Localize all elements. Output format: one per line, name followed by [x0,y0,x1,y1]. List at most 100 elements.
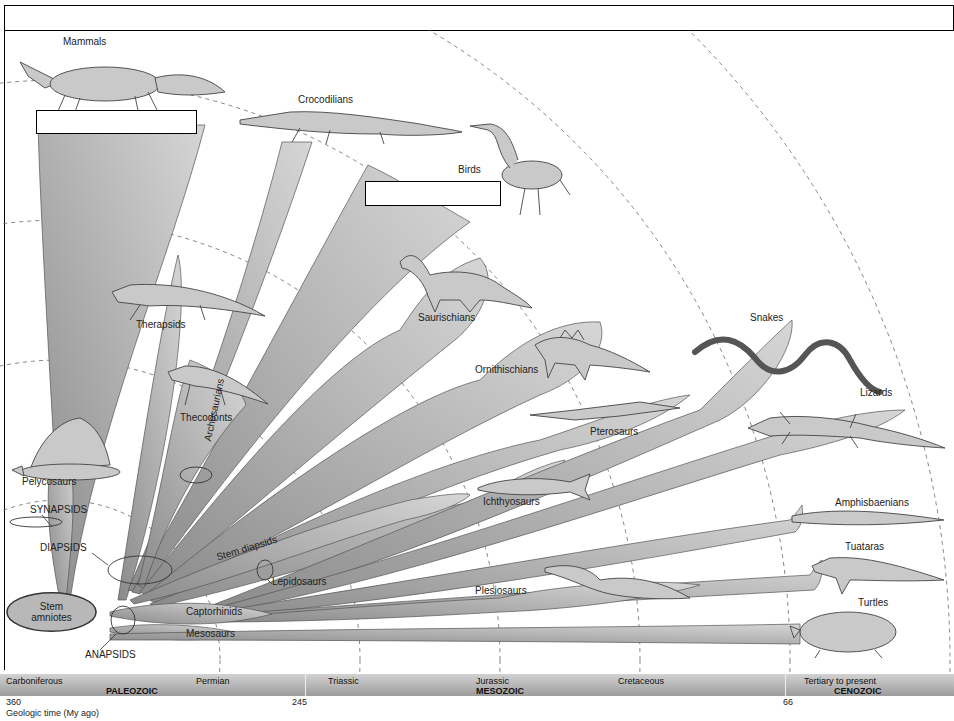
era-band: Tertiary to presentCENOZOIC [785,674,954,696]
pelycosaur [12,418,120,480]
era-label: Tertiary to present [804,676,876,686]
amphisbaenian [792,511,944,525]
taxon-label: Tuataras [845,541,884,553]
time-arcs-part [0,80,640,674]
turtle-part [815,650,882,658]
taxon-label: Crocodilians [298,94,353,106]
tuatara-part [812,558,944,594]
taxon-label: Mammals [63,36,106,48]
fox-part [155,75,225,95]
amphisbaenian-part [792,511,944,525]
snake-part [695,339,880,392]
turtle [790,612,896,658]
snake [695,339,880,392]
taxon-label: Lepidosaurs [272,576,326,588]
frame-part [5,6,954,31]
taxon-label: Pterosaurs [590,426,638,438]
node-label: Stem amniotes [23,601,81,623]
taxon-label: SYNAPSIDS [30,504,87,516]
lizard [748,412,945,448]
time-arcs [0,30,950,674]
plesiosaur [545,566,690,599]
taxon-label: Ornithischians [475,364,538,376]
lizard-part [748,416,945,448]
era-band: Triassic Jurassic CretaceousMESOZOIC [305,674,785,696]
pelycosaur-part [12,466,24,476]
therapsid-part [130,305,205,320]
axis-tick-label: 66 [783,697,793,708]
ornithischian [535,330,650,380]
ornithischian-part [560,330,584,340]
lineage-fans-part [110,624,800,644]
clade-rings-part [111,606,135,634]
taxon-label: DIAPSIDS [40,542,87,554]
saurischian-part [400,256,532,312]
blank-answer-boxes-part [37,111,197,134]
ornithischian-part [535,338,650,381]
era-label: CENOZOIC [834,686,882,696]
taxon-label: Captorhinids [186,606,242,618]
taxon-label: Pelycosaurs [22,476,76,488]
lineage-fans-part [110,603,272,624]
taxon-label: Mesosaurs [186,628,235,640]
lizard-part [780,412,858,448]
taxon-label: Ichthyosaurs [483,496,540,508]
axis-tick-label: 245 [292,697,307,708]
era-label: MESOZOIC [476,686,524,696]
taxon-label: ANAPSIDS [85,649,136,661]
crocodile-part [240,112,462,136]
heron-part [520,180,570,215]
clade-leader-lines [42,515,272,650]
turtle-part [800,612,896,652]
era-label: Jurassic [476,676,509,686]
era-label: PALEOZOIC [106,686,158,696]
fox-part [50,67,160,101]
clade-leader-lines-part [42,515,52,527]
therapsid [112,284,265,320]
taxon-label: Therapsids [136,319,185,331]
taxon-label: Amphisbaenians [835,497,909,509]
turtle-part [790,626,800,638]
pelycosaur-part [30,418,110,470]
heron-part [470,124,518,168]
clade-rings-part [10,517,62,527]
lineage-fans [38,125,905,644]
taxon-label: Plesiosaurs [475,585,527,597]
plesiosaur-part [545,566,690,599]
blank-answer-boxes-part [366,182,501,206]
taxon-label: Birds [458,164,481,176]
era-label: Carboniferous [6,676,63,686]
frame-part [4,30,5,670]
blank-answer-boxes [37,111,501,206]
axis-tick-label: 360 [6,697,21,708]
taxon-label: Turtles [858,597,888,609]
pterosaur [530,402,680,420]
taxon-label: Lizards [860,387,892,399]
stem-oval: Stem amniotes [6,592,97,632]
pterosaur-part [530,402,680,420]
era-band: Carboniferous PermianPALEOZOIC [0,674,305,696]
era-label: Cretaceous [618,676,664,686]
taxon-label: Saurischians [418,312,475,324]
clade-leader-lines-part [268,580,272,584]
time-arcs-part [0,30,790,674]
therapsid-part [112,284,265,316]
era-label: Triassic [328,676,359,686]
clade-leader-lines-part [100,634,116,650]
clade-rings-part [180,467,212,483]
clade-leader-lines-part [92,553,108,565]
clade-rings-part [257,560,273,580]
taxon-label: Snakes [750,312,783,324]
oval-shape [7,593,96,631]
clade-rings-part [108,556,172,584]
tuatara [812,558,944,594]
saurischian [400,256,532,312]
crocodile-part [292,128,384,144]
time-arcs-part [0,30,950,674]
axis-title: Geologic time (My ago) [6,708,99,719]
frame [5,6,954,671]
crocodile [240,112,462,144]
era-label: Permian [196,676,230,686]
